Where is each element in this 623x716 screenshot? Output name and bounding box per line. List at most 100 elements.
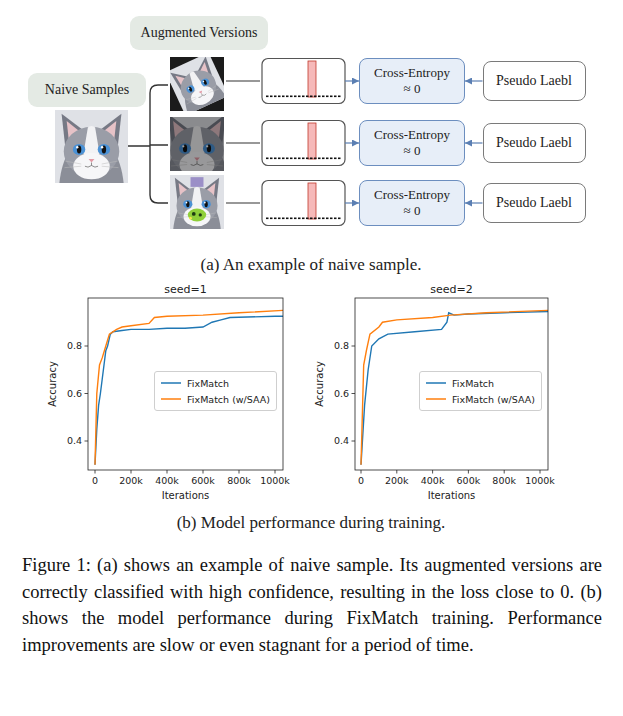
box-text: ≈ 0	[404, 203, 421, 219]
augmented-cat-photo	[188, 208, 206, 221]
histogram-bar	[266, 158, 269, 160]
tick-mark	[396, 470, 397, 474]
tick-label: 0.8	[67, 341, 82, 351]
tick-mark	[352, 393, 356, 394]
augmented-cat-photo	[189, 217, 192, 220]
tick-label: 0.8	[334, 341, 349, 351]
augmented-cat-photo	[170, 57, 224, 111]
histogram-bar	[310, 218, 313, 220]
legend-line-sample	[426, 380, 446, 386]
axis-title: Iterations	[162, 490, 210, 501]
box-text: Pseudo Laebl	[496, 135, 572, 152]
augmented-cat-photo	[165, 52, 228, 115]
histogram-bar	[290, 96, 293, 98]
legend-line-sample	[426, 398, 446, 400]
histogram-bar	[282, 158, 285, 160]
subfigure-caption: (b) Model performance during training.	[177, 514, 446, 533]
histogram-frame	[262, 181, 345, 226]
histogram-bar	[282, 218, 285, 220]
axis-title: Accuracy	[47, 361, 58, 407]
legend-entry: FixMatch	[161, 375, 270, 391]
tick-label: 0.4	[67, 436, 82, 446]
histogram-bar	[308, 123, 316, 159]
histogram-bar	[278, 96, 281, 98]
histogram-bar	[322, 158, 325, 160]
tick-label: 1000k	[260, 476, 290, 486]
box-text: Naive Samples	[45, 82, 129, 99]
histogram-bar	[278, 218, 281, 220]
label-box: Pseudo Laebl	[483, 183, 586, 223]
augmented-cat-photo	[170, 175, 224, 229]
prediction-histogram	[262, 59, 345, 104]
histogram-bar	[314, 158, 317, 160]
histogram-bar	[286, 218, 289, 220]
histogram-bar	[314, 218, 317, 220]
tick-mark	[352, 441, 356, 442]
tick-label: 400k	[421, 476, 445, 486]
histogram-bar	[298, 158, 301, 160]
tick-label: 0.6	[67, 388, 82, 398]
histogram-bar	[270, 218, 273, 220]
histogram-bar	[282, 96, 285, 98]
tick-label: 200k	[385, 476, 409, 486]
tick-mark	[95, 470, 96, 474]
prediction-histogram	[262, 121, 345, 166]
legend-line-sample	[161, 380, 181, 386]
histogram-bar	[326, 158, 329, 160]
histogram-bar	[322, 96, 325, 98]
tick-mark	[85, 393, 89, 394]
histogram-frame	[262, 59, 345, 104]
cat-photo	[55, 110, 128, 183]
tick-mark	[85, 441, 89, 442]
axis-title: Accuracy	[314, 361, 325, 407]
flow-arrow	[345, 142, 359, 143]
tick-label: 0.6	[334, 388, 349, 398]
histogram-bar	[274, 158, 277, 160]
box-text: Augmented Versions	[141, 25, 258, 42]
augmented-cat-photo	[170, 117, 224, 171]
histogram-bar	[322, 218, 325, 220]
legend-text: FixMatch (w/SAA)	[187, 394, 270, 405]
subfigure-caption: (a) An example of naive sample.	[201, 256, 422, 275]
label-box: Pseudo Laebl	[483, 123, 586, 163]
tick-mark	[352, 346, 356, 347]
chart-legend: FixMatchFixMatch (w/SAA)	[419, 371, 542, 411]
box-text: ≈ 0	[404, 143, 421, 159]
histogram-bar	[318, 218, 321, 220]
augmented-cat-photo	[191, 177, 204, 187]
histogram-bar	[330, 158, 333, 160]
histogram-bar	[310, 96, 313, 98]
tick-mark	[540, 470, 541, 474]
tick-mark	[85, 346, 89, 347]
histogram-bar	[298, 218, 301, 220]
histogram-bar	[302, 158, 305, 160]
histogram-bar	[326, 96, 329, 98]
augmented-cat-photo	[170, 57, 224, 111]
group-tag: Naive Samples	[28, 73, 146, 107]
histogram-bar	[308, 183, 316, 219]
tick-label: 200k	[119, 476, 143, 486]
histogram-bar	[318, 158, 321, 160]
histogram-bar	[338, 218, 341, 220]
box-text: ≈ 0	[404, 81, 421, 97]
connector-arrow	[465, 142, 483, 143]
histogram-bar	[290, 158, 293, 160]
histogram-bar	[278, 158, 281, 160]
augmented-cat-photo	[170, 117, 224, 171]
cat-photo	[55, 110, 128, 183]
box-text: Cross-Entropy	[374, 127, 450, 143]
box-text: Cross-Entropy	[374, 65, 450, 81]
tick-mark	[432, 470, 433, 474]
box-text: Cross-Entropy	[374, 187, 450, 203]
histogram-bar	[294, 96, 297, 98]
histogram-bar	[334, 96, 337, 98]
accuracy-curve	[95, 310, 283, 464]
tick-label: 0	[92, 476, 98, 486]
chart-title: seed=1	[164, 284, 206, 296]
line-chart	[352, 298, 549, 474]
loss-box: Cross-Entropy≈ 0	[359, 58, 465, 104]
augmented-cat-photo	[170, 57, 224, 111]
tick-label: 400k	[155, 476, 179, 486]
flow-line	[226, 80, 260, 81]
